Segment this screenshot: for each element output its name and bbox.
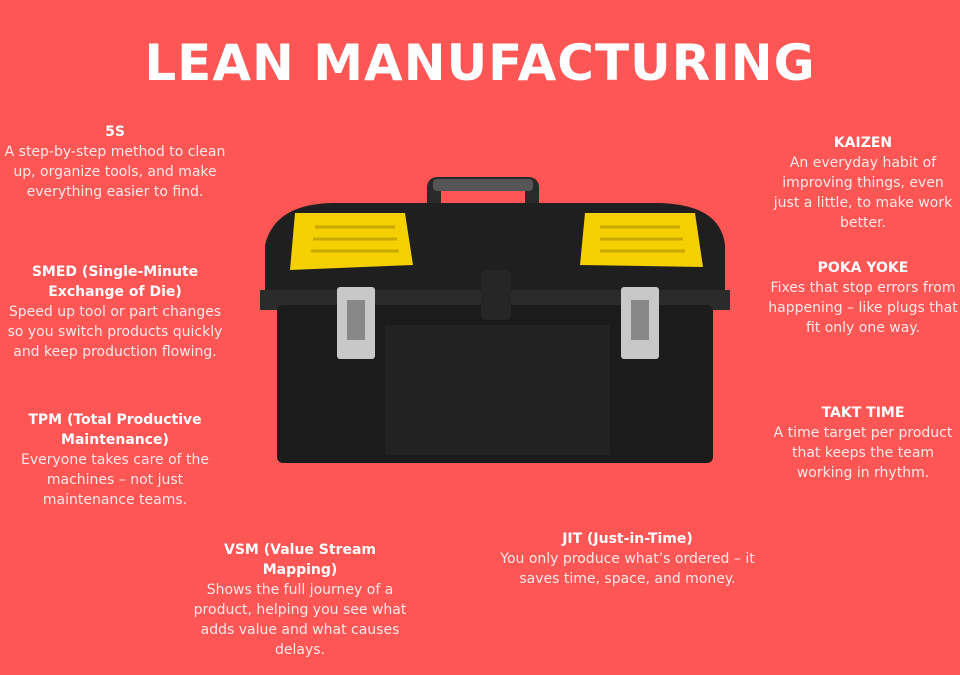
item-title: SMED (Single-Minute Exchange of Die) <box>31 264 199 300</box>
item-title: POKA YOKE <box>817 260 909 276</box>
toolbox-image <box>260 177 730 463</box>
item-tpm: TPM (Total Productive Maintenance) Every… <box>0 410 230 510</box>
item-title: TPM (Total Productive Maintenance) <box>28 412 202 448</box>
item-takt-time: TAKT TIME A time target per product that… <box>768 403 958 483</box>
item-desc: An everyday habit of improving things, e… <box>773 155 953 231</box>
item-desc: Fixes that stop errors from happening – … <box>768 280 958 336</box>
item-title: JIT (Just-in-Time) <box>562 531 693 547</box>
page-title: LEAN MANUFACTURING <box>144 34 816 92</box>
item-vsm: VSM (Value Stream Mapping) Shows the ful… <box>185 540 415 660</box>
item-poka-yoke: POKA YOKE Fixes that stop errors from ha… <box>768 258 958 338</box>
item-desc: A step-by-step method to clean up, organ… <box>4 144 226 200</box>
item-desc: Everyone takes care of the machines – no… <box>20 452 210 508</box>
item-title: KAIZEN <box>833 135 893 151</box>
item-title: VSM (Value Stream Mapping) <box>224 542 376 578</box>
item-title: 5S <box>105 124 125 140</box>
item-desc: Shows the full journey of a product, hel… <box>193 582 407 658</box>
item-desc: A time target per product that keeps the… <box>773 425 953 481</box>
item-desc: You only produce what’s ordered – it sav… <box>500 551 755 587</box>
item-title: TAKT TIME <box>821 405 905 421</box>
item-5s: 5S A step-by-step method to clean up, or… <box>0 122 230 202</box>
item-smed: SMED (Single-Minute Exchange of Die) Spe… <box>0 262 230 362</box>
item-jit: JIT (Just-in-Time) You only produce what… <box>500 529 755 589</box>
item-kaizen: KAIZEN An everyday habit of improving th… <box>768 133 958 233</box>
item-desc: Speed up tool or part changes so you swi… <box>7 304 223 360</box>
